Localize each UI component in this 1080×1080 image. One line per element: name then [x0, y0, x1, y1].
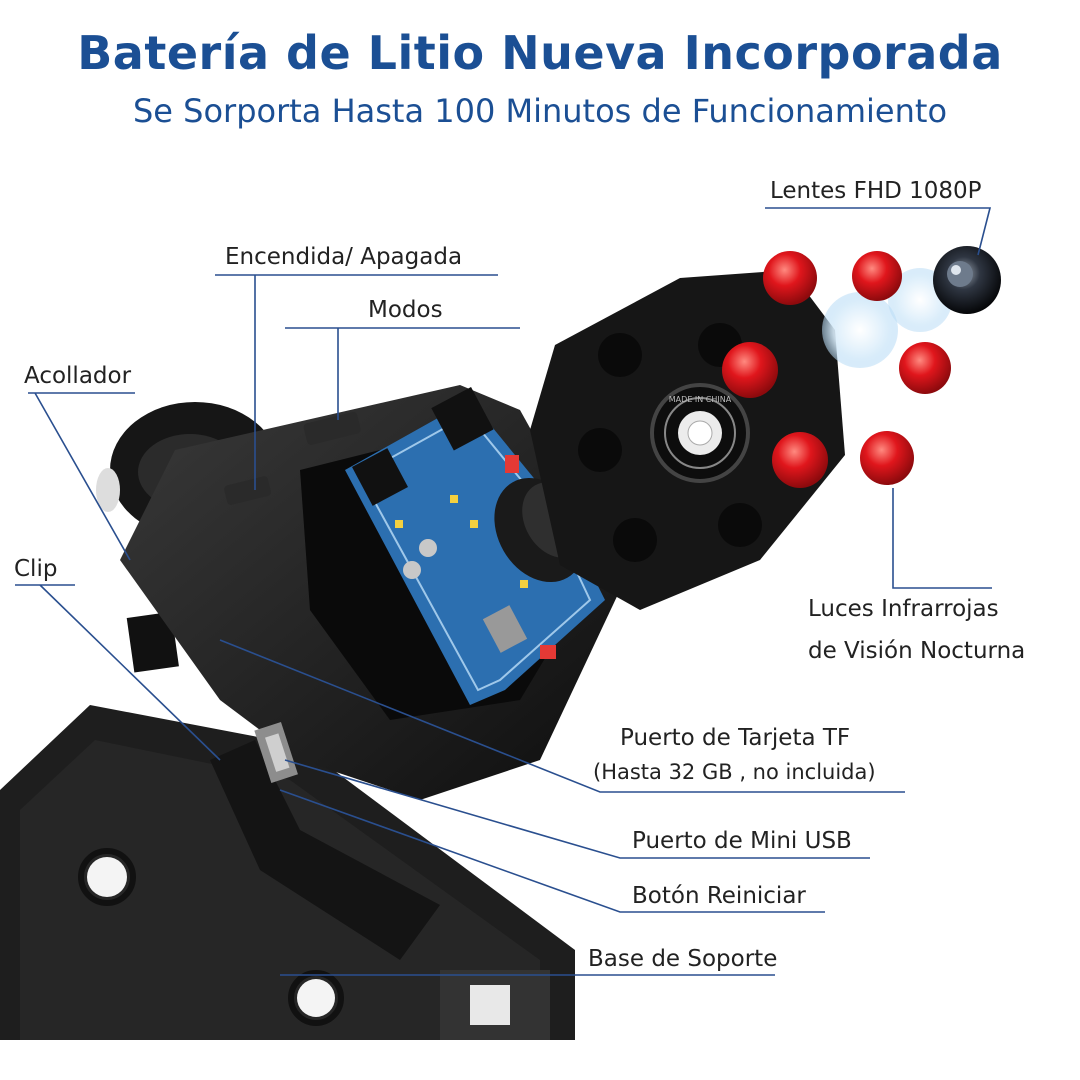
ir-led-group [722, 251, 951, 488]
ir-led [722, 342, 778, 398]
hd-lens [933, 246, 1001, 314]
lanyard-label: Acollador [24, 363, 132, 389]
support-base-label: Base de Soporte [588, 946, 778, 972]
ir-led [852, 251, 902, 301]
header-title: Batería de Litio Nueva Incorporada [77, 26, 1003, 80]
lens-ring-text: MADE IN CHINA [669, 395, 732, 404]
ir-led [763, 251, 817, 305]
ir-lights-label-line2: de Visión Nocturna [808, 638, 1026, 664]
lens-glow [822, 292, 898, 368]
tf-port-note: (Hasta 32 GB , no incluida) [593, 760, 876, 784]
ir-led [860, 431, 914, 485]
ir-led [772, 432, 828, 488]
mini-usb-label: Puerto de Mini USB [632, 828, 852, 854]
ir-lights-label-line1: Luces Infrarrojas [808, 596, 999, 622]
clip-arm [126, 611, 440, 960]
clip-label: Clip [14, 556, 58, 582]
reset-button-label: Botón Reiniciar [632, 883, 806, 909]
ir-led [899, 342, 951, 394]
modes-label: Modos [368, 297, 443, 323]
tf-port-label: Puerto de Tarjeta TF [620, 725, 851, 751]
leader-lines [15, 207, 992, 976]
header-subtitle: Se Sorporta Hasta 100 Minutos de Funcion… [132, 92, 948, 130]
lens-label: Lentes FHD 1080P [770, 178, 982, 204]
power-label: Encendida/ Apagada [225, 244, 463, 270]
